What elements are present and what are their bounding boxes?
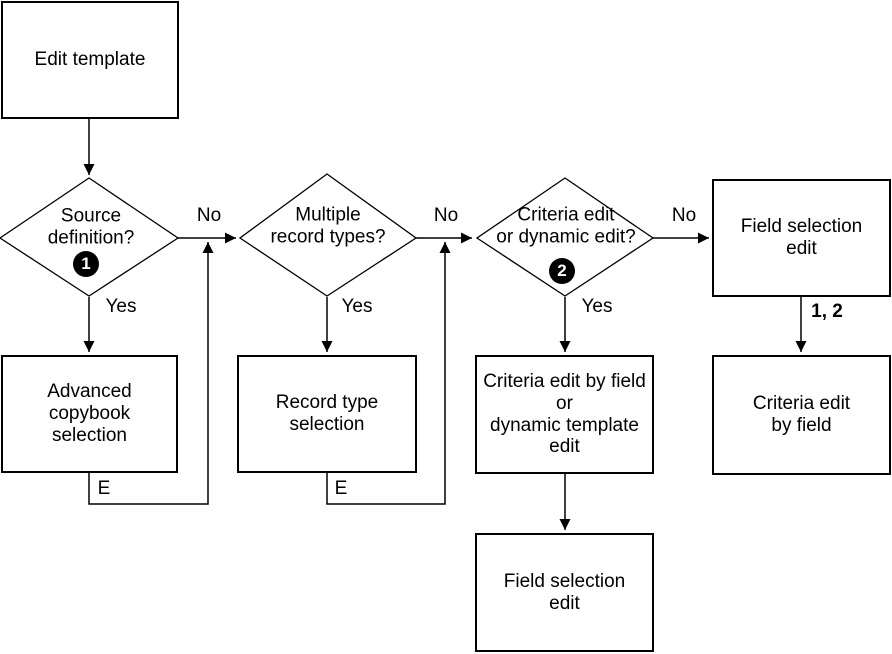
badge-1-icon: 1 xyxy=(73,251,99,277)
node-field-selection-edit-bottom: Field selection edit xyxy=(475,533,654,652)
badge-2-icon: 2 xyxy=(549,258,575,284)
edge-label-1-2: 1, 2 xyxy=(811,301,843,322)
node-criteria-or-dynamic-edit-label: Criteria edit or dynamic edit? xyxy=(496,204,636,248)
decision-multiple-record-types-shape xyxy=(238,173,418,297)
node-source-definition-label: Source definition? xyxy=(47,205,135,249)
edge-e-loop-advanced-copybook xyxy=(88,242,214,505)
decision-criteria-or-dynamic-shape xyxy=(475,177,655,297)
node-edit-template: Edit template xyxy=(1,1,179,119)
node-record-type-selection: Record type selection xyxy=(237,355,417,473)
connectors xyxy=(83,119,807,530)
decision-source-definition-shape xyxy=(0,177,180,297)
edge-label-no-2: No xyxy=(433,205,459,226)
edge-label-e-2: E xyxy=(334,478,348,499)
edge-e-loop-record-type xyxy=(326,242,451,505)
edge-label-yes-3: Yes xyxy=(581,296,613,317)
node-field-selection-edit-top: Field selection edit xyxy=(712,179,891,297)
node-multiple-record-types-label: Multiple record types? xyxy=(270,204,386,248)
edge-label-no-1: No xyxy=(196,205,222,226)
edge-label-yes-1: Yes xyxy=(105,296,137,317)
edge-label-yes-2: Yes xyxy=(341,296,373,317)
edge-label-e-1: E xyxy=(97,478,111,499)
decision-shapes xyxy=(0,173,655,297)
node-advanced-copybook-selection: Advanced copybook selection xyxy=(1,355,178,473)
node-criteria-edit-by-field-or-dynamic-template-edit: Criteria edit by field or dynamic templa… xyxy=(475,355,654,474)
node-criteria-edit-by-field: Criteria edit by field xyxy=(712,355,891,475)
edge-label-no-3: No xyxy=(671,205,697,226)
